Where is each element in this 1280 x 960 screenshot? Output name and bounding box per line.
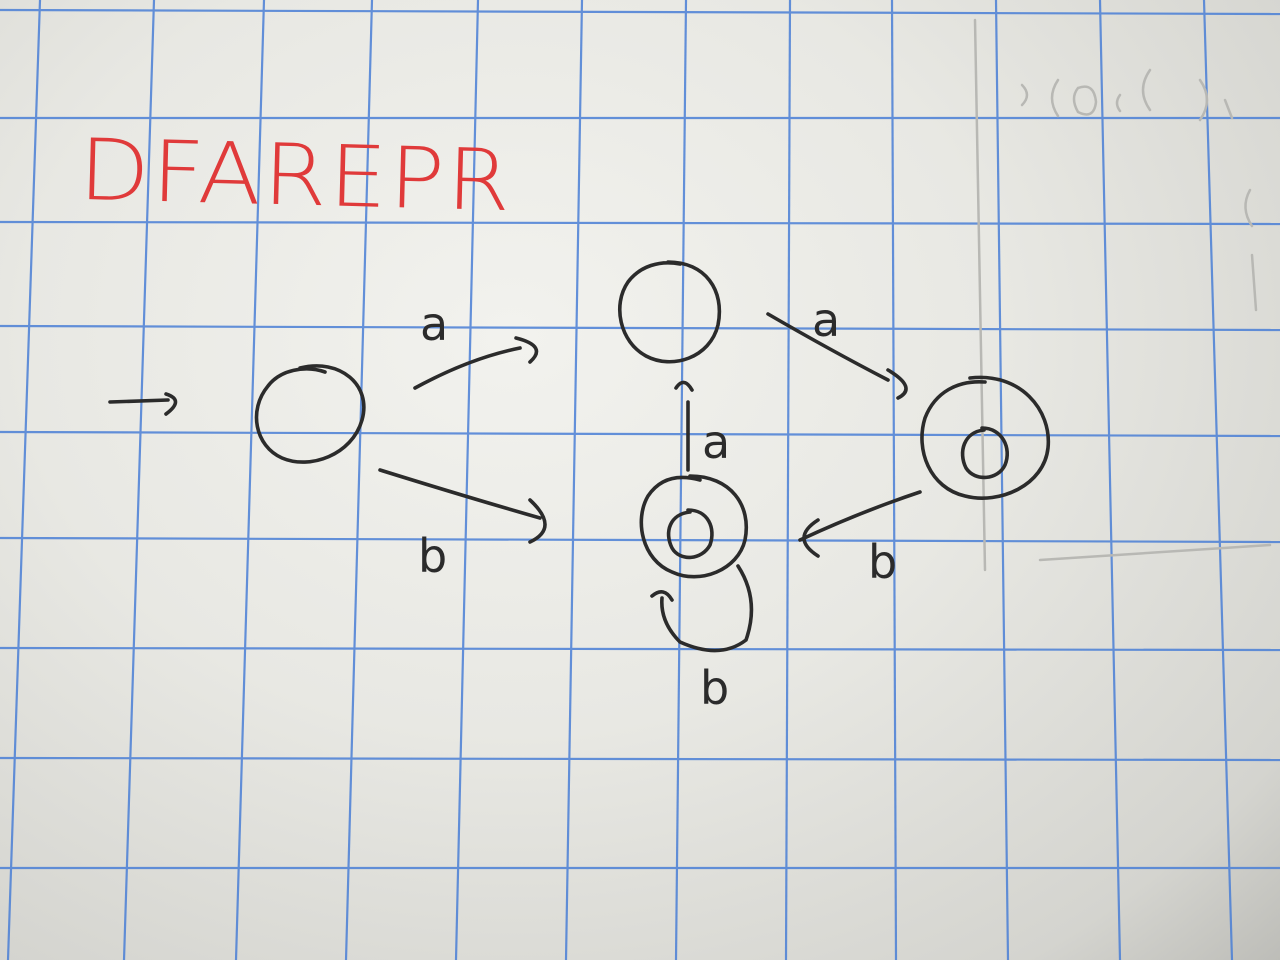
transition-label-q0-q2: b bbox=[418, 529, 447, 583]
transition-arrow-q1-q3 bbox=[766, 312, 908, 400]
transition-label-q1-q3: a bbox=[812, 293, 840, 347]
self-loop-q2 bbox=[650, 564, 754, 653]
transition-label-q3-q2: b bbox=[868, 535, 897, 589]
middle-top-state bbox=[618, 260, 722, 364]
transition-arrow-q0-q2 bbox=[378, 468, 547, 544]
middle-bottom-accepting-state bbox=[639, 474, 748, 579]
start-arrow bbox=[108, 392, 178, 416]
transition-arrow-q2-q1 bbox=[674, 380, 694, 472]
right-accepting-state bbox=[920, 375, 1051, 500]
transition-label-q2-loop: b bbox=[700, 661, 729, 715]
transition-arrow-q0-q1 bbox=[413, 336, 539, 390]
transition-arrow-q3-q2 bbox=[798, 490, 922, 558]
transition-label-q2-q1: a bbox=[702, 415, 730, 469]
start-state bbox=[254, 364, 366, 464]
transition-label-q0-q1: a bbox=[420, 297, 448, 351]
